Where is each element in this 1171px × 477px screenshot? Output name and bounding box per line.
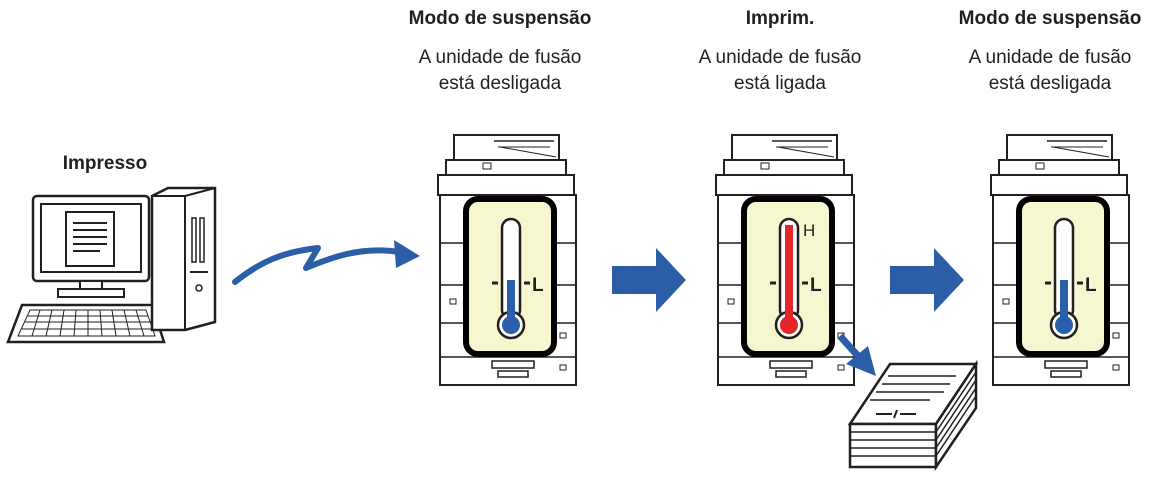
stage-1-line2: está desligada — [438, 73, 562, 94]
low-temp-label: L — [810, 275, 822, 296]
data-transfer-arrow — [232, 240, 420, 285]
right-arrow-icon — [890, 248, 964, 312]
stage-1-line1: A unidade de fusão — [418, 47, 582, 68]
low-temp-label: L — [532, 275, 544, 296]
right-arrow-icon — [612, 248, 686, 312]
thermometer-icon: L — [1019, 199, 1107, 354]
printed-document-stack-icon — [847, 359, 979, 472]
stage-1-title: Modo de suspensão — [408, 8, 592, 29]
thermometer-icon: L H — [744, 199, 832, 354]
desktop-computer-icon — [6, 186, 217, 344]
stage-2-line1: A unidade de fusão — [698, 47, 862, 68]
output-arrow — [837, 333, 876, 376]
stage-2-title: Imprim. — [745, 8, 815, 29]
stage-3-line1: A unidade de fusão — [968, 47, 1132, 68]
stage-2-line2: está ligada — [734, 73, 826, 94]
stage-3-title: Modo de suspensão — [958, 8, 1142, 29]
high-temp-label: H — [803, 221, 815, 240]
thermometer-icon: L — [466, 199, 554, 354]
low-temp-label: L — [1085, 275, 1097, 296]
computer-label: Impresso — [62, 153, 148, 174]
stage-3-line2: está desligada — [988, 73, 1112, 94]
